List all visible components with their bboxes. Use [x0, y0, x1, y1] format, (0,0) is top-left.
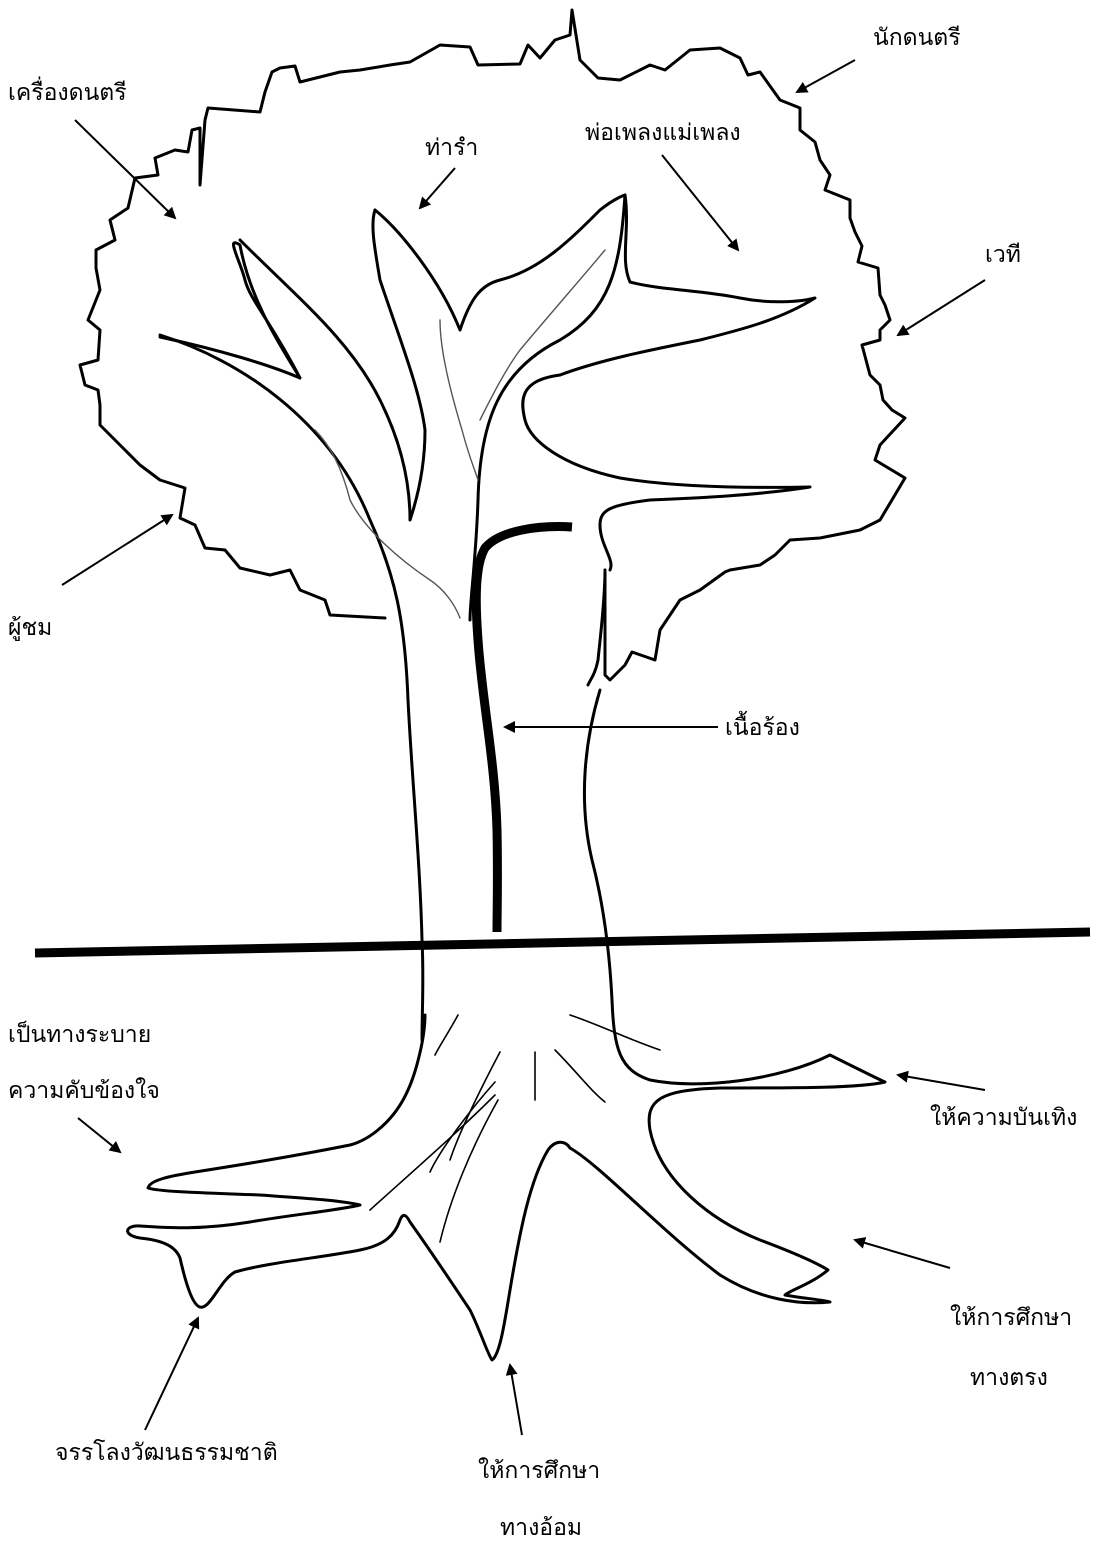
lyrics-stroke [476, 527, 572, 932]
label-instrument: เครื่องดนตรี [8, 76, 127, 106]
label-audience: ผู้ชม [8, 615, 52, 641]
arrow-culture [145, 1318, 198, 1430]
label-indirect-line2: ทางอ้อม [500, 1515, 582, 1541]
label-teacher: พ่อเพลงแม่เพลง [585, 120, 741, 146]
arrow-audience [62, 515, 172, 585]
branch-right-lower [588, 570, 605, 685]
arrow-dance [420, 168, 455, 208]
branch-right-upper [560, 195, 815, 375]
label-indirect-line1: ให้การศึกษา [478, 1457, 600, 1484]
label-relief-line1: เป็นทางระบาย [8, 1019, 151, 1048]
label-musician: นักดนตรี [873, 25, 961, 51]
arrow-musician [797, 60, 855, 92]
root-veins [370, 1015, 660, 1242]
branch-left-leaf [160, 243, 300, 378]
arrow-indirect [510, 1365, 522, 1435]
label-relief-line2: ความคับข้องใจ [8, 1077, 160, 1104]
arrow-relief [78, 1118, 120, 1152]
label-lyrics: เนื้อร้อง [725, 711, 800, 741]
arrow-direct [855, 1240, 950, 1268]
arrow-stage [898, 280, 985, 335]
label-direct-line2: ทางตรง [970, 1365, 1048, 1391]
label-stage: เวที [985, 242, 1021, 268]
label-dance: ท่ารำ [425, 135, 478, 161]
root-left [128, 1015, 570, 1360]
arrow-instrument [75, 120, 175, 218]
label-culture: จรรโลงวัฒนธรรมชาติ [55, 1439, 278, 1466]
branch-right-middle [523, 375, 810, 570]
vein-center [440, 320, 478, 480]
arrow-teacher [662, 155, 738, 250]
arrow-entertain [898, 1075, 985, 1090]
branch-dance-leaf [375, 195, 625, 330]
label-direct-line1: ให้การศึกษา [950, 1304, 1072, 1331]
trunk-right-lower [570, 690, 885, 1303]
ground-line [35, 932, 1090, 953]
tree-crown-outline [80, 10, 905, 680]
vein-right [480, 250, 605, 420]
trunk-left-outline [160, 335, 423, 1040]
label-entertain: ให้ความบันเทิง [930, 1104, 1077, 1131]
